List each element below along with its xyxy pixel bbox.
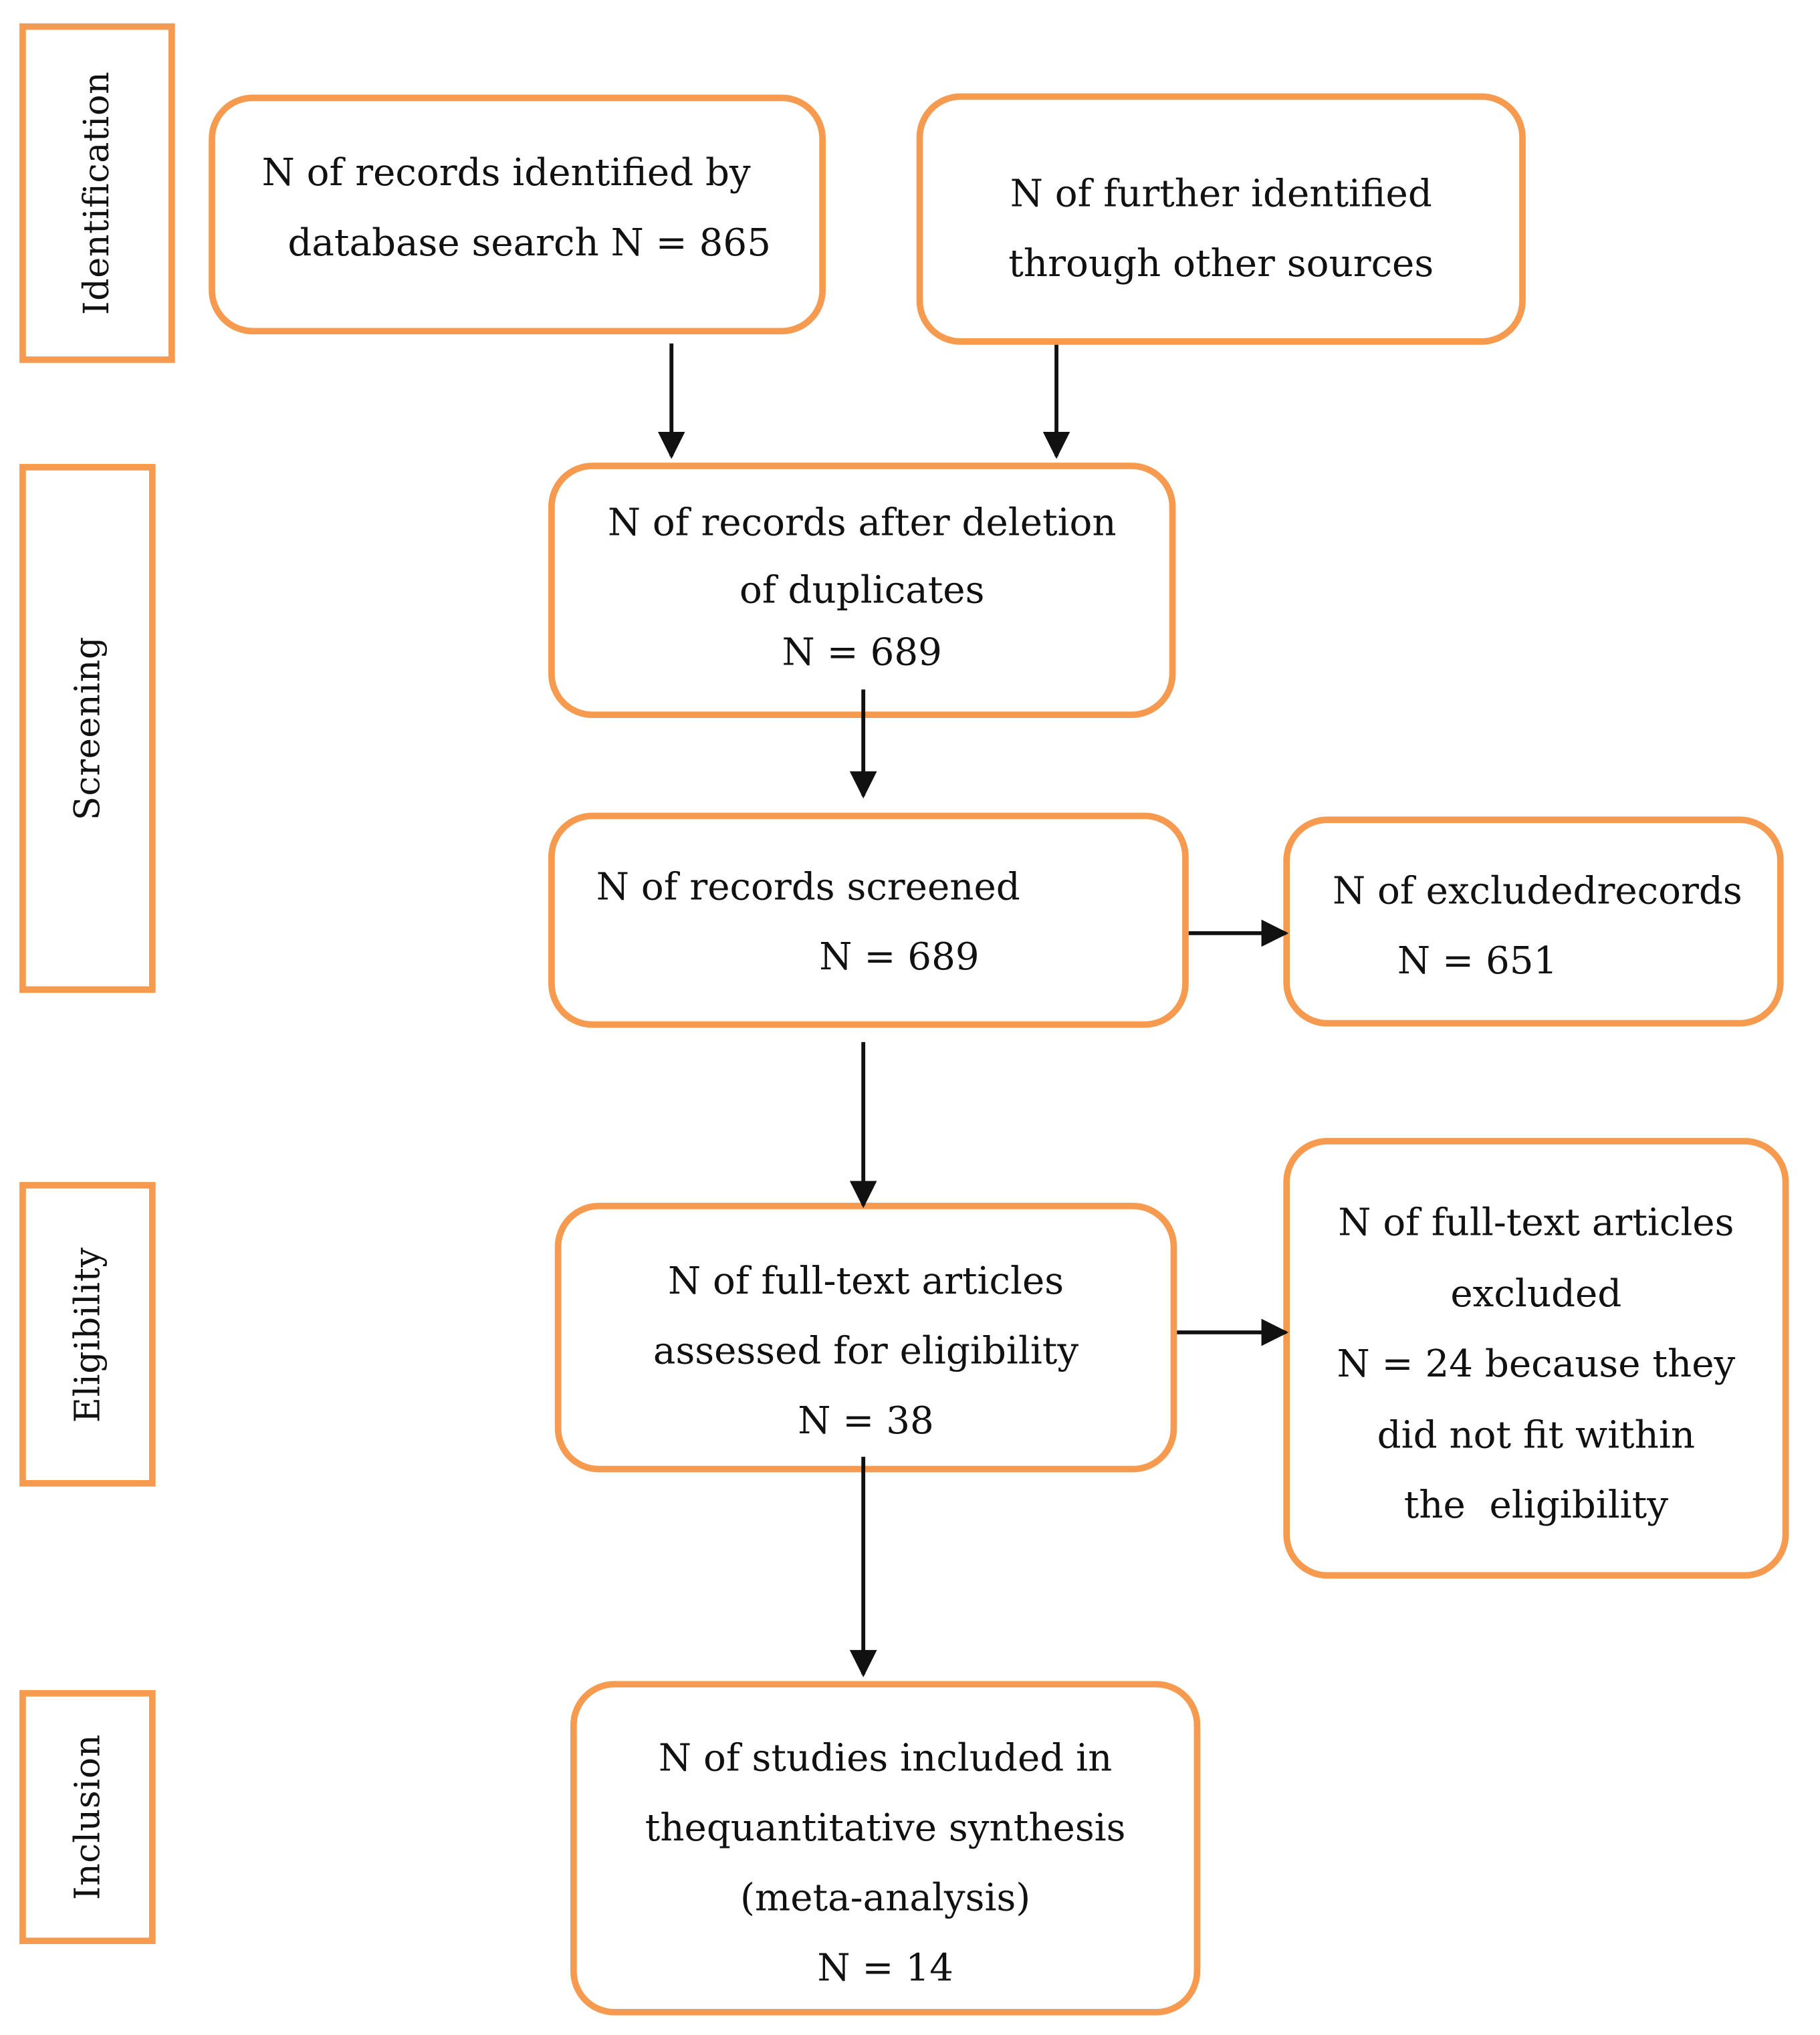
box-line: N of further identified [1010,170,1432,215]
box-line: N of excludedrecords [1332,868,1742,913]
box-database-search: N of records identified by database sear… [209,94,826,335]
box-line: N = 24 because they [1337,1341,1736,1386]
box-line: N = 689 [819,934,980,979]
phase-screening: Screening [19,464,156,993]
box-line: N of studies included in [658,1735,1113,1780]
box-line: N = 14 [817,1945,953,1990]
box-line: database search N = 865 [288,220,771,265]
box-included: N of studies included in thequantitative… [570,1681,1201,2016]
box-line: N of records after deletion [607,500,1117,545]
box-line: assessed for eligibility [653,1328,1079,1373]
box-line: N of records screened [596,864,1020,909]
box-line: N = 38 [798,1398,934,1443]
box-line: excluded [1450,1270,1622,1315]
box-line: thequantitative synthesis [645,1805,1126,1850]
box-line: N of records identified by [261,150,751,195]
box-line: N = 689 [782,630,942,675]
box-line: of duplicates [740,568,985,612]
box-line: N of full-text articles [667,1258,1064,1303]
phase-identification: Identification [19,23,175,363]
box-line: N = 651 [1397,938,1558,983]
box-line: the eligibility [1403,1482,1669,1527]
phase-eligibility: Eligibility [19,1182,156,1487]
box-line: did not fit within [1377,1412,1696,1457]
box-other-sources: N of further identified through other so… [916,93,1526,345]
box-screened: N of records screened N = 689 [548,812,1189,1028]
box-fulltext-assessed: N of full-text articles assessed for eli… [554,1203,1177,1473]
box-line: (meta-analysis) [740,1875,1031,1920]
box-fulltext-excluded: N of full-text articles excluded N = 24 … [1283,1138,1789,1579]
box-line: N of full-text articles [1338,1200,1734,1245]
box-line: through other sources [1008,241,1434,285]
box-after-duplicates: N of records after deletion of duplicate… [548,463,1176,719]
phase-inclusion: Inclusion [19,1690,156,1945]
